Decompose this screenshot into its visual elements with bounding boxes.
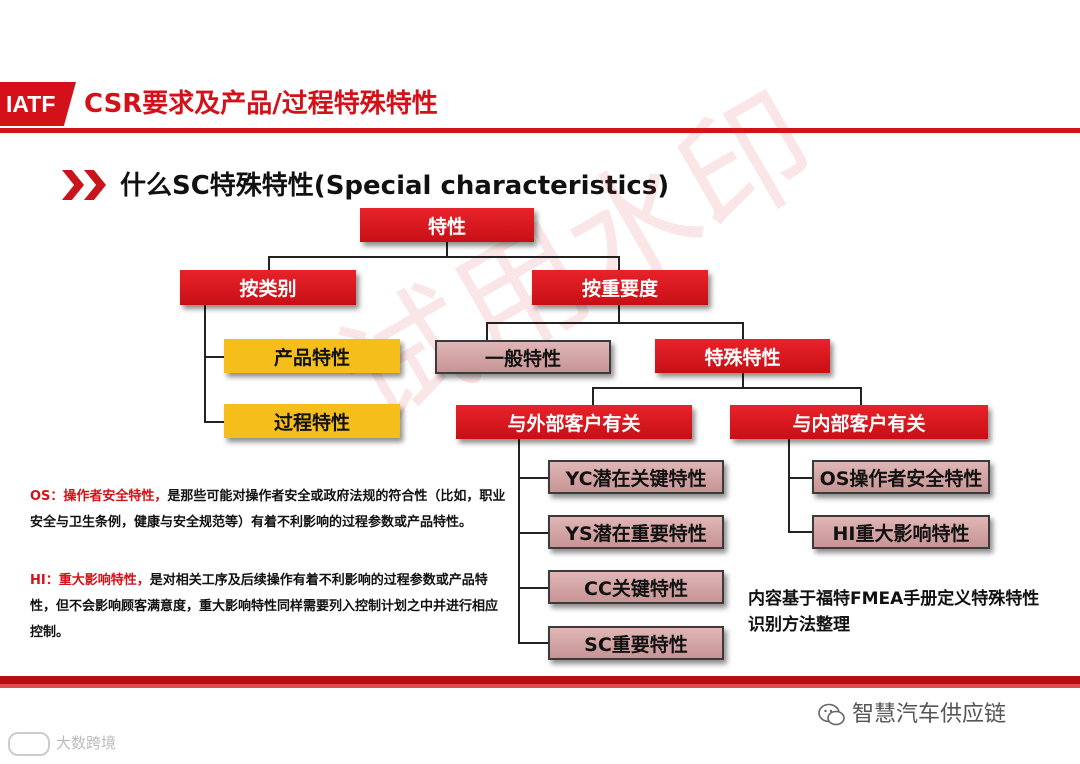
connector-line xyxy=(486,322,488,340)
connector-line xyxy=(204,421,224,423)
iatf-tag: IATF xyxy=(0,82,76,126)
wechat-icon xyxy=(818,703,845,726)
connector-line xyxy=(204,356,224,358)
header-divider xyxy=(0,128,1080,133)
connector-line xyxy=(518,587,548,589)
footer-bar xyxy=(0,676,1080,684)
connector-line xyxy=(518,642,548,644)
connector-line xyxy=(518,438,520,644)
node-sc: SC重要特性 xyxy=(548,626,724,660)
connector-line xyxy=(788,531,812,533)
connector-line xyxy=(618,305,620,323)
connector-line xyxy=(742,322,744,340)
hi-label: HI：重大影响特性， xyxy=(30,573,150,588)
connector-line xyxy=(618,256,620,270)
os-label: OS：操作者安全特性， xyxy=(30,489,168,504)
connector-line xyxy=(486,322,744,324)
connector-line xyxy=(268,256,620,258)
connector-line xyxy=(788,477,812,479)
node-product-characteristics: 产品特性 xyxy=(224,339,400,373)
connector-line xyxy=(742,372,744,388)
node-ys: YS潜在重要特性 xyxy=(548,515,724,549)
page-title: CSR要求及产品/过程特殊特性 xyxy=(84,89,438,119)
section-title: 什么SC特殊特性(Special characteristics) xyxy=(120,171,670,201)
connector-line xyxy=(592,387,594,405)
node-by-importance: 按重要度 xyxy=(532,270,708,305)
os-text: 是那些可能对操作者安全或政府法规的符合性（比如，职业安全与卫生条例，健康与安全规… xyxy=(30,489,506,530)
connector-line xyxy=(268,256,270,270)
connector-line xyxy=(518,532,548,534)
connector-line xyxy=(788,438,790,533)
chevron-right-icon xyxy=(84,170,106,200)
node-general-characteristics: 一般特性 xyxy=(435,340,611,374)
connector-line xyxy=(592,387,862,389)
node-os: OS操作者安全特性 xyxy=(812,460,990,494)
os-description: OS：操作者安全特性，是那些可能对操作者安全或政府法规的符合性（比如，职业安全与… xyxy=(30,484,508,536)
source-note: 内容基于福特FMEA手册定义特殊特性识别方法整理 xyxy=(748,589,1040,635)
connector-line xyxy=(860,387,862,405)
brand-text: 大数跨境 xyxy=(56,734,117,752)
node-process-characteristics: 过程特性 xyxy=(224,404,400,438)
wechat-account: 智慧汽车供应链 xyxy=(852,702,1007,727)
connector-line xyxy=(446,242,448,256)
node-external-customer: 与外部客户有关 xyxy=(456,405,692,439)
node-hi: HI重大影响特性 xyxy=(812,515,990,549)
node-special-characteristics: 特殊特性 xyxy=(655,339,830,373)
node-characteristics: 特性 xyxy=(360,208,534,242)
connector-line xyxy=(518,477,548,479)
node-internal-customer: 与内部客户有关 xyxy=(730,405,988,439)
node-yc: YC潜在关键特性 xyxy=(548,460,724,494)
brand-watermark: 大数跨境 xyxy=(8,730,116,756)
footer-bar-light xyxy=(0,684,1080,688)
hi-text: 是对相关工序及后续操作有着不利影响的过程参数或产品特性，但不会影响顾客满意度，重… xyxy=(30,573,499,640)
connector-line xyxy=(204,305,206,423)
chevron-right-icon xyxy=(62,170,84,200)
brand-icon xyxy=(8,731,50,756)
hi-description: HI：重大影响特性，是对相关工序及后续操作有着不利影响的过程参数或产品特性，但不… xyxy=(30,568,508,646)
node-cc: CC关键特性 xyxy=(548,570,724,604)
node-by-category: 按类别 xyxy=(180,270,356,305)
